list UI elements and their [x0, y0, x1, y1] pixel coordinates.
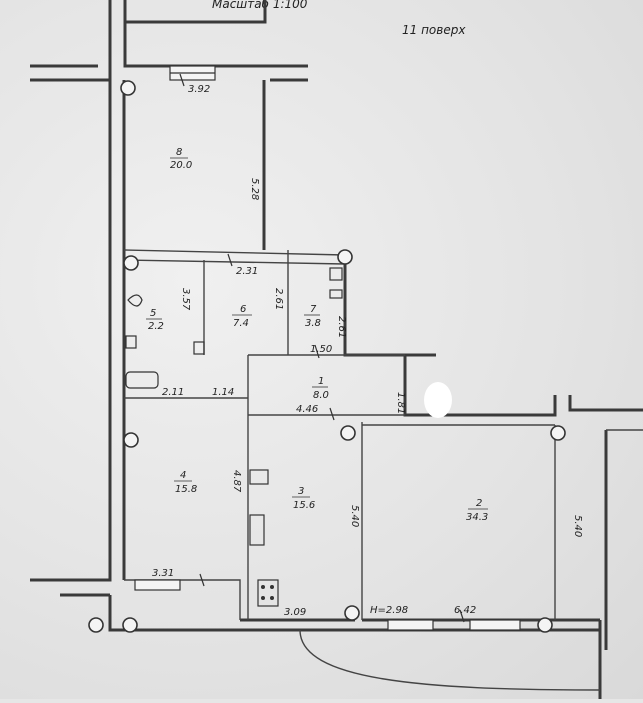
svg-text:3.8: 3.8: [305, 318, 321, 329]
dim-2-31: 2.31: [236, 266, 258, 277]
svg-text:8: 8: [176, 147, 182, 158]
room-4: 4 15.8: [174, 470, 197, 495]
svg-text:5: 5: [150, 308, 156, 319]
dim-3-57: 3.57: [180, 288, 191, 311]
bath-fixtures: [125, 267, 343, 607]
svg-text:3: 3: [298, 486, 304, 497]
svg-text:7.4: 7.4: [233, 318, 249, 329]
room-1: 1 8.0: [312, 376, 329, 401]
room-8: 8 20.0: [170, 147, 192, 171]
dim-5-40-a: 5.40: [349, 505, 360, 527]
svg-text:2.2: 2.2: [148, 321, 164, 332]
svg-text:2: 2: [476, 498, 482, 509]
dim-1-50: 1.50: [310, 344, 332, 355]
room-2: 2 34.3: [466, 498, 488, 523]
svg-text:8.0: 8.0: [313, 390, 329, 401]
exterior-walls: [30, 0, 643, 699]
room-7: 7 3.8: [304, 304, 321, 329]
dim-5-28: 5.28: [249, 178, 260, 200]
dim-1-81: 1.81: [395, 392, 406, 414]
svg-text:15.8: 15.8: [175, 484, 197, 495]
svg-text:6: 6: [240, 304, 246, 315]
svg-text:15.6: 15.6: [293, 500, 315, 511]
scale-label: Масштаб 1:100: [212, 0, 308, 11]
dim-2-61-b: 2.61: [336, 316, 347, 338]
blank-mark: [424, 382, 452, 418]
dim-3-31: 3.31: [152, 568, 174, 579]
dimension-ticks: [179, 73, 465, 623]
room-3: 3 15.6: [292, 486, 315, 511]
svg-text:7: 7: [310, 304, 317, 315]
columns: [88, 80, 566, 633]
balcony-outline: [299, 629, 601, 691]
windows: [134, 65, 521, 631]
dim-3-09: 3.09: [284, 607, 306, 618]
dim-3-92: 3.92: [188, 84, 210, 95]
svg-text:4: 4: [180, 470, 186, 481]
room-5: 5 2.2: [146, 308, 164, 332]
dim-2-61-a: 2.61: [273, 288, 284, 310]
floor-label: 11 поверх: [402, 23, 466, 37]
svg-text:1: 1: [318, 376, 324, 387]
dim-1-14: 1.14: [212, 387, 234, 398]
room-6: 6 7.4: [232, 304, 252, 329]
dim-6-42: 6.42: [454, 605, 476, 616]
dim-2-11: 2.11: [162, 387, 184, 398]
svg-text:34.3: 34.3: [466, 512, 488, 523]
dim-4-87: 4.87: [231, 470, 242, 493]
dim-5-40-b: 5.40: [572, 515, 583, 537]
svg-text:20.0: 20.0: [170, 160, 192, 171]
dim-4-46: 4.46: [296, 404, 318, 415]
dim-height: Н=2.98: [370, 605, 408, 616]
